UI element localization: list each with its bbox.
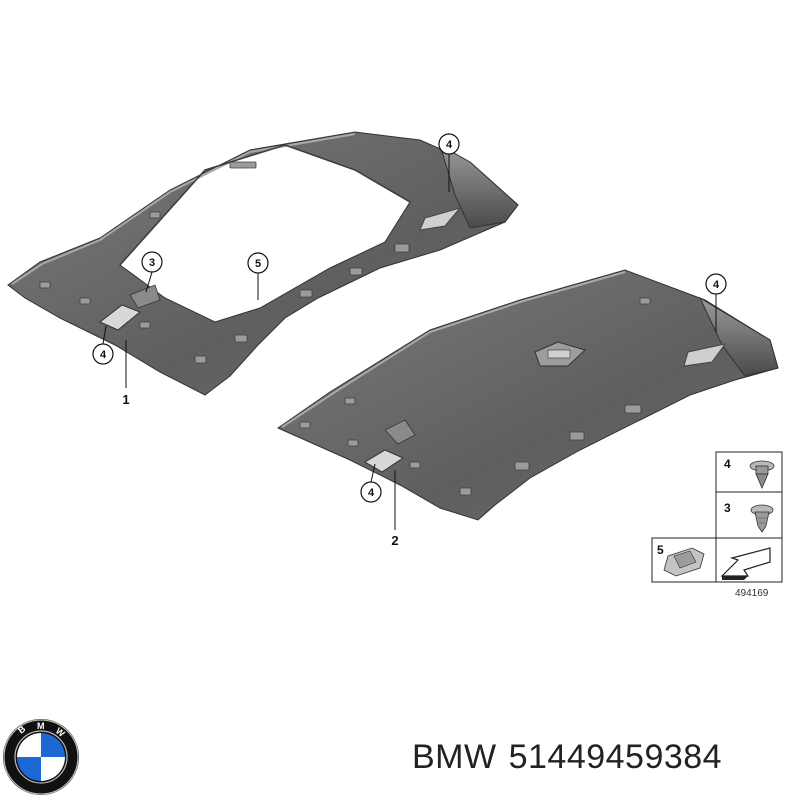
part-label-2: 2 — [391, 470, 399, 548]
expanding-rivet-icon — [750, 504, 774, 533]
callout-clip-part2-front: 4 — [360, 463, 382, 503]
brand-part-caption: BMW 51449459384 — [412, 738, 722, 777]
clip-icon — [749, 460, 775, 490]
felt-pad-arrow-icon — [720, 547, 771, 580]
svg-text:4: 4 — [713, 279, 720, 291]
headliner-without-sunroof — [276, 269, 779, 521]
svg-text:4: 4 — [446, 139, 453, 151]
legend-row-rivet: 3 — [724, 501, 774, 533]
callout-bracket-part1: 5 — [247, 252, 269, 300]
svg-text:5: 5 — [657, 543, 664, 557]
callout-clip-part2-rear: 4 — [705, 273, 727, 332]
svg-text:3: 3 — [724, 501, 731, 515]
bmw-roundel-logo: B M W — [3, 719, 79, 795]
svg-text:2: 2 — [391, 533, 398, 548]
headliner-with-sunroof — [7, 131, 519, 396]
callout-rivet-part1: 3 — [141, 251, 163, 293]
callout-clip-part1-rear: 4 — [438, 133, 460, 192]
svg-text:B: B — [16, 723, 28, 735]
part-number: 51449459384 — [508, 738, 723, 776]
svg-text:5: 5 — [255, 258, 261, 270]
part-label-1: 1 — [122, 340, 130, 407]
svg-text:M: M — [37, 721, 45, 731]
svg-text:4: 4 — [368, 487, 375, 499]
bracket-icon — [663, 547, 705, 577]
legend-row-bracket: 5 — [657, 543, 705, 577]
brand-name: BMW — [412, 738, 497, 776]
legend-row-clip: 4 — [724, 457, 775, 490]
parts-legend: 4 3 5 — [651, 451, 783, 599]
diagram-reference-code: 494169 — [735, 588, 769, 599]
svg-text:4: 4 — [724, 457, 731, 471]
svg-text:3: 3 — [149, 257, 155, 269]
callout-clip-part1-front: 4 — [92, 325, 114, 365]
svg-text:1: 1 — [122, 392, 129, 407]
svg-text:4: 4 — [100, 349, 107, 361]
